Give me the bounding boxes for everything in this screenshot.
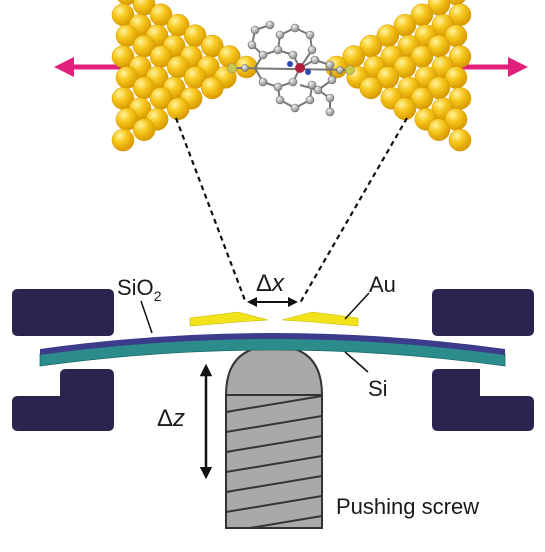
delta-z-label: Δz: [157, 405, 185, 432]
delta-x-label: Δx: [256, 270, 285, 297]
right-gold-electrode-icon: [325, 0, 472, 152]
zoom-lines: [174, 117, 408, 304]
left-gold-electrode-icon: [111, 0, 258, 152]
gold-atom: [427, 118, 451, 141]
gold-atom: [166, 97, 190, 121]
gold-atom: [201, 76, 224, 100]
leader-lines: [140, 292, 370, 373]
gold-atom: [359, 76, 383, 100]
gold-atom: [111, 128, 135, 152]
gold-atom: [393, 97, 417, 121]
right-clamp: [432, 289, 534, 431]
au-label: Au: [369, 272, 396, 297]
pushing-screw: [224, 344, 324, 529]
gold-film-right: [281, 311, 359, 327]
gold-atom: [132, 118, 156, 141]
left-clamp: [12, 289, 114, 431]
bending-beam: [39, 333, 506, 367]
molecule-icon: [227, 20, 355, 117]
si-label: Si: [368, 376, 388, 401]
sio2-label: SiO2: [117, 275, 162, 304]
gold-atom: [448, 128, 472, 152]
pushing-screw-label: Pushing screw: [336, 494, 479, 519]
gold-film-left: [189, 311, 269, 327]
